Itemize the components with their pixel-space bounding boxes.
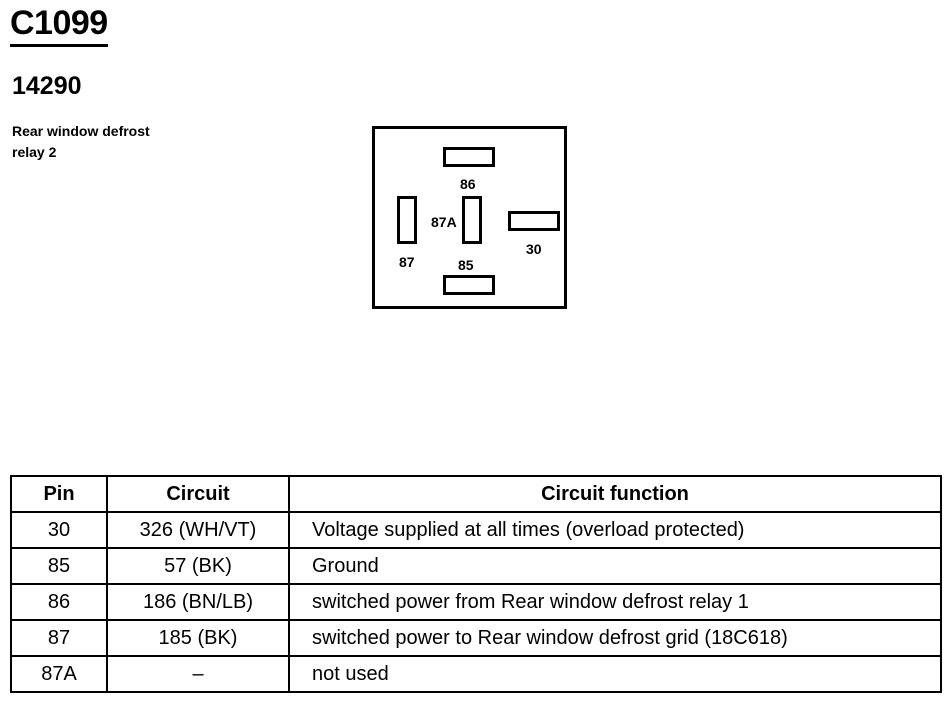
cell-pin: 30 — [10, 511, 108, 549]
column-header-circuit: Circuit — [106, 475, 290, 513]
connector-id: C1099 — [10, 4, 108, 47]
table-row: 30 326 (WH/VT) Voltage supplied at all t… — [10, 511, 942, 549]
component-description: Rear window defrost relay 2 — [12, 121, 212, 163]
pin-label-30: 30 — [526, 241, 542, 257]
table-row: 85 57 (BK) Ground — [10, 547, 942, 585]
description-line-2: relay 2 — [12, 144, 57, 160]
cell-function: switched power from Rear window defrost … — [288, 583, 942, 621]
terminal-85 — [443, 275, 495, 295]
cell-circuit: 57 (BK) — [106, 547, 290, 585]
pin-label-87: 87 — [399, 254, 415, 270]
cell-circuit: – — [106, 655, 290, 693]
column-header-circuit-function: Circuit function — [288, 475, 942, 513]
part-number: 14290 — [12, 72, 82, 100]
terminal-87 — [397, 196, 417, 244]
terminal-30 — [508, 211, 560, 231]
cell-function: Ground — [288, 547, 942, 585]
terminal-86 — [443, 147, 495, 167]
cell-pin: 85 — [10, 547, 108, 585]
cell-pin: 87 — [10, 619, 108, 657]
description-line-1: Rear window defrost — [12, 123, 150, 139]
terminal-87a — [462, 196, 482, 244]
cell-circuit: 326 (WH/VT) — [106, 511, 290, 549]
relay-connector-face: 86 87 87A 30 85 — [372, 126, 567, 309]
cell-pin: 86 — [10, 583, 108, 621]
pin-label-87a: 87A — [431, 214, 457, 230]
column-header-pin: Pin — [10, 475, 108, 513]
cell-pin: 87A — [10, 655, 108, 693]
table-row: 86 186 (BN/LB) switched power from Rear … — [10, 583, 942, 621]
pin-label-86: 86 — [460, 176, 476, 192]
pinout-table: Pin Circuit Circuit function 30 326 (WH/… — [10, 475, 942, 693]
table-row: 87 185 (BK) switched power to Rear windo… — [10, 619, 942, 657]
cell-function: not used — [288, 655, 942, 693]
cell-circuit: 185 (BK) — [106, 619, 290, 657]
table-header-row: Pin Circuit Circuit function — [10, 475, 942, 513]
cell-function: Voltage supplied at all times (overload … — [288, 511, 942, 549]
cell-function: switched power to Rear window defrost gr… — [288, 619, 942, 657]
pin-label-85: 85 — [458, 257, 474, 273]
table-row: 87A – not used — [10, 655, 942, 693]
cell-circuit: 186 (BN/LB) — [106, 583, 290, 621]
